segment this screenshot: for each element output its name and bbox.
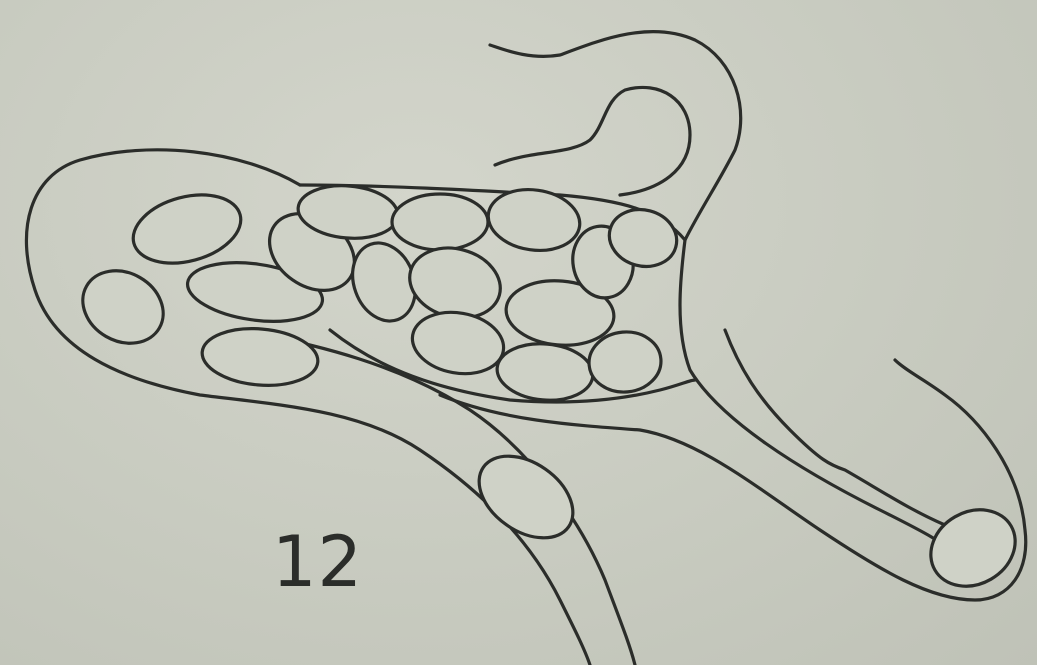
cell <box>407 305 508 380</box>
cell <box>126 184 249 274</box>
cell <box>392 194 488 250</box>
figure-number: 12 <box>272 527 363 597</box>
cell <box>70 257 177 358</box>
cell <box>200 324 320 390</box>
right-arm-inner <box>725 330 945 525</box>
cell <box>495 340 596 404</box>
upper-inner-outline <box>495 87 690 195</box>
